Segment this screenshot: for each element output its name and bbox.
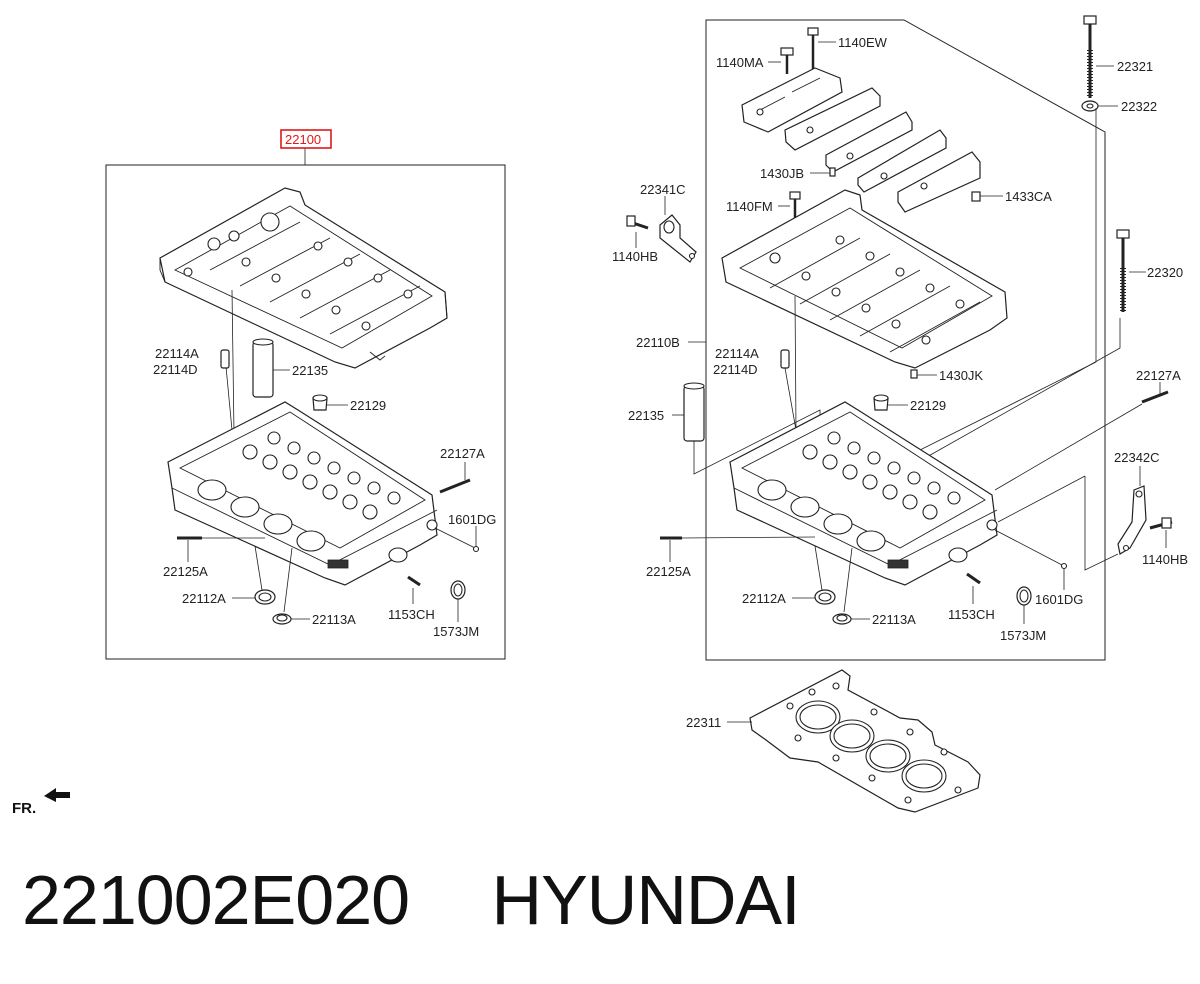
camshaft-carrier-left	[159, 187, 448, 369]
callout-22125A-left[interactable]: 22125A	[163, 564, 208, 579]
stud-22127A-right	[1141, 390, 1169, 404]
highlight-box-22100[interactable]	[280, 129, 332, 149]
left-assembly-frame	[105, 164, 506, 660]
seal-22113A-left	[272, 613, 292, 625]
bolt-1140HB-left	[626, 215, 649, 230]
callout-22127A-left[interactable]: 22127A	[440, 446, 485, 461]
plug-22129-left	[312, 394, 328, 411]
callout-22114D-right[interactable]: 22114D	[713, 362, 758, 377]
callout-22113A-left[interactable]: 22113A	[312, 612, 356, 627]
tube-22135-left	[252, 338, 274, 398]
callout-22112A-left[interactable]: 22112A	[182, 591, 226, 606]
callout-22114A-right[interactable]: 22114A	[715, 346, 759, 361]
callout-1430JK[interactable]: 1430JK	[939, 368, 983, 383]
callout-22321[interactable]: 22321	[1117, 59, 1153, 74]
cylinder-head-left	[167, 401, 438, 586]
callout-22322[interactable]: 22322	[1121, 99, 1157, 114]
callout-1140HB-right[interactable]: 1140HB	[1142, 552, 1188, 567]
callout-1601DG-right[interactable]: 1601DG	[1035, 592, 1083, 607]
pin-1430JK	[910, 369, 918, 379]
callout-1433CA[interactable]: 1433CA	[1005, 189, 1052, 204]
callout-1430JB[interactable]: 1430JB	[760, 166, 804, 181]
callout-22112A-right[interactable]: 22112A	[742, 591, 786, 606]
bracket-22341C	[659, 214, 697, 263]
callout-1573JM-left[interactable]: 1573JM	[433, 624, 479, 639]
callout-22135-right[interactable]: 22135	[628, 408, 664, 423]
head-gasket-22311	[749, 669, 981, 813]
front-direction-label: FR.	[12, 800, 37, 817]
dowel-pin-right	[780, 349, 790, 369]
callout-22110B[interactable]: 22110B	[636, 335, 680, 350]
callout-1153CH-left[interactable]: 1153CH	[388, 607, 435, 622]
seal-22112A-left	[254, 589, 276, 605]
bolt-22321	[1083, 15, 1097, 98]
front-direction-arrow-icon	[44, 788, 70, 802]
seal-22113A-right	[832, 613, 852, 625]
callout-22311[interactable]: 22311	[686, 715, 721, 730]
bolt-1140HB-right	[1149, 517, 1173, 530]
callout-22113A-right[interactable]: 22113A	[872, 612, 916, 627]
callout-22129-left[interactable]: 22129	[350, 398, 386, 413]
plug-22129-right	[873, 394, 889, 411]
tube-22135-right	[683, 382, 705, 442]
footer: 221002E020 HYUNDAI	[22, 860, 801, 950]
bolt-1153CH-right	[966, 572, 981, 585]
callout-22135-left[interactable]: 22135	[292, 363, 328, 378]
cam-caps	[741, 67, 981, 213]
right-assembly-frame	[705, 19, 1106, 661]
callout-1140EW[interactable]: 1140EW	[838, 35, 888, 50]
callout-22342C[interactable]: 22342C	[1114, 450, 1160, 465]
callout-1140FM[interactable]: 1140FM	[726, 199, 773, 214]
callout-22100[interactable]: 22100	[285, 132, 321, 147]
cylinder-head-right	[729, 401, 998, 586]
bolt-1153CH-left	[407, 575, 421, 587]
callout-22125A-right[interactable]: 22125A	[646, 564, 691, 579]
plug-1433CA	[971, 191, 981, 202]
callout-1140HB-left[interactable]: 1140HB	[612, 249, 658, 264]
brand-name: HYUNDAI	[491, 861, 801, 939]
seal-22112A-right	[814, 589, 836, 605]
seal-1573JM-left	[450, 580, 466, 600]
callout-1140MA[interactable]: 1140MA	[716, 55, 764, 70]
callout-22320[interactable]: 22320	[1147, 265, 1183, 280]
pin-1430JB	[829, 167, 836, 177]
callout-22127A-right[interactable]: 22127A	[1136, 368, 1181, 383]
dowel-pin-left	[220, 349, 230, 369]
bolt-1140MA	[780, 47, 794, 74]
seal-1573JM-right	[1016, 586, 1032, 606]
bolt-1140FM	[789, 191, 801, 218]
callout-1573JM-right[interactable]: 1573JM	[1000, 628, 1046, 643]
stud-22127A-left	[439, 478, 471, 494]
part-number: 221002E020	[22, 861, 410, 939]
left-assembly: 22100 22114A	[105, 129, 506, 660]
callout-1601DG-left[interactable]: 1601DG	[448, 512, 496, 527]
bolt-1140EW	[807, 27, 819, 70]
bolt-22320	[1116, 229, 1130, 312]
camshaft-carrier-right	[721, 189, 1008, 369]
right-assembly: 1140EW 1140MA 1430JB	[612, 15, 1188, 813]
callout-22129-right[interactable]: 22129	[910, 398, 946, 413]
bracket-22342C	[1117, 485, 1147, 555]
callout-22114D-left[interactable]: 22114D	[153, 362, 198, 377]
callout-1153CH-right[interactable]: 1153CH	[948, 607, 995, 622]
callout-22114A-left[interactable]: 22114A	[155, 346, 199, 361]
callout-22341C[interactable]: 22341C	[640, 182, 686, 197]
